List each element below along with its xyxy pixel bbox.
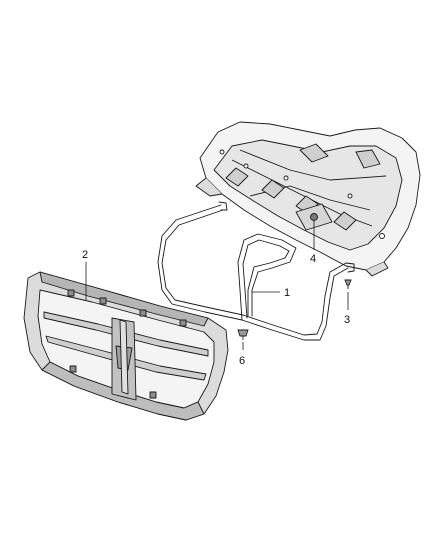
callout-3: 3	[344, 314, 350, 326]
callout-4: 4	[310, 253, 316, 265]
callout-1: 1	[284, 287, 290, 299]
callout-6: 6	[239, 355, 245, 367]
hood-underside-panel	[195, 121, 421, 277]
leader-lines	[85, 221, 349, 350]
push-pin-clip	[344, 279, 352, 289]
retainer-clip	[237, 329, 249, 340]
callout-2: 2	[82, 249, 88, 261]
hood-seal	[157, 201, 355, 341]
grille	[23, 271, 229, 421]
